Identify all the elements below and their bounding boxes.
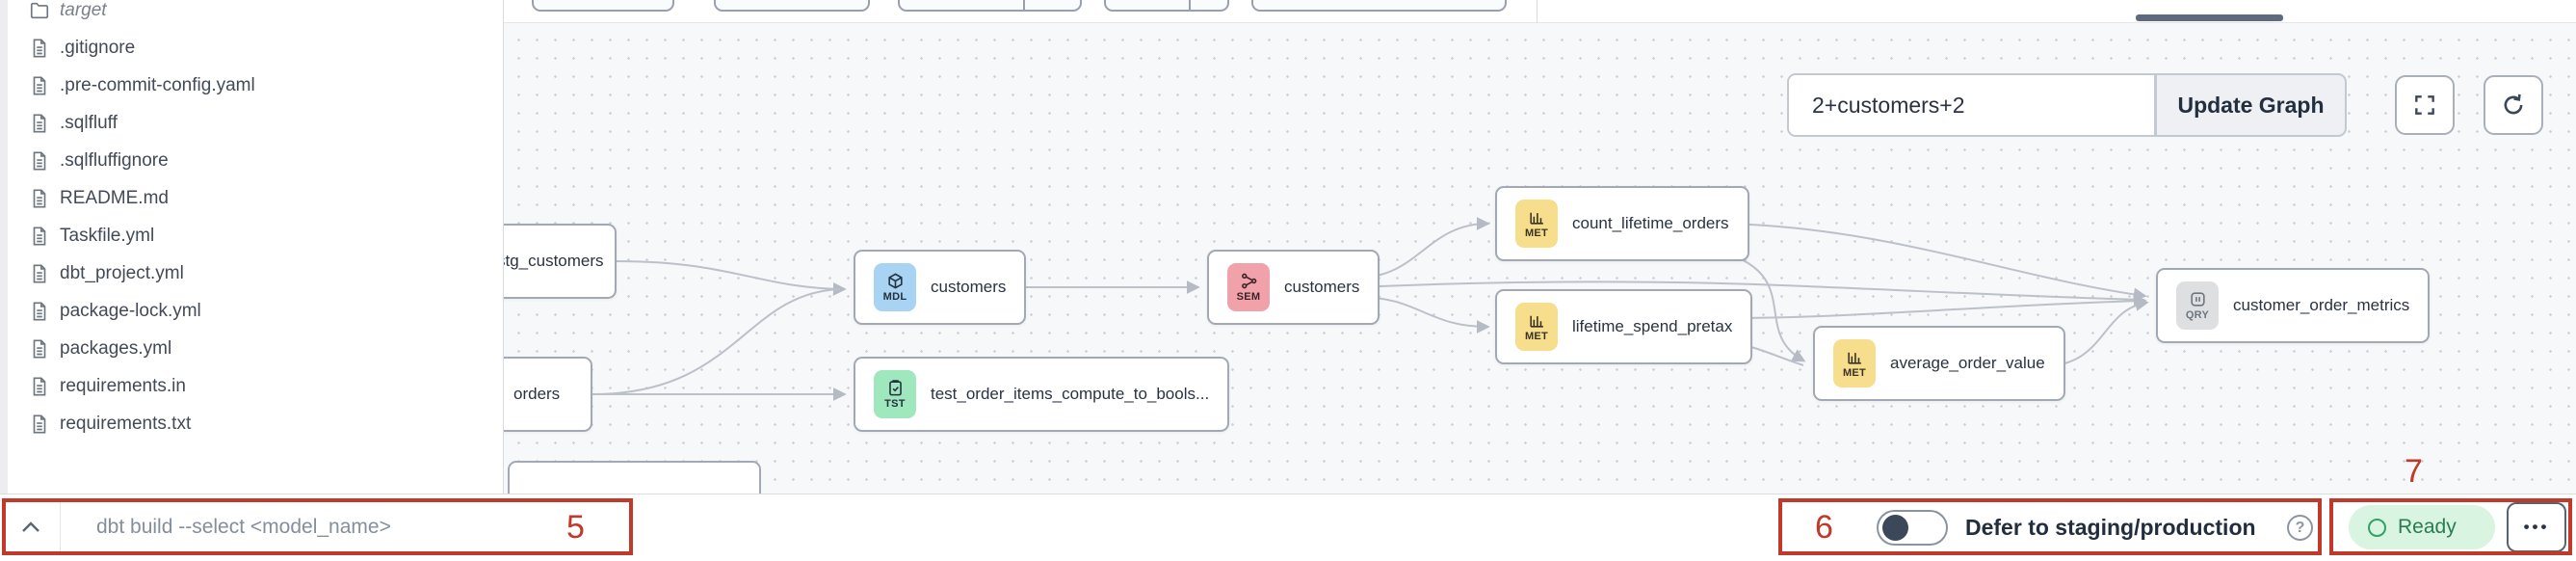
terminal-square-icon — [2190, 292, 2205, 307]
explorer-scroll-gutter[interactable] — [0, 0, 8, 494]
refresh-button[interactable] — [2484, 75, 2543, 135]
test-badge: TST — [874, 370, 916, 418]
status-circle-icon — [2368, 518, 2386, 537]
file-icon — [33, 414, 46, 434]
node-label: lifetime_spend_pretax — [1572, 317, 1733, 335]
defer-toggle[interactable] — [1877, 510, 1948, 546]
toggle-knob — [1882, 515, 1908, 541]
node-label: average_order_value — [1890, 354, 2045, 372]
cutoff-toolbar-button[interactable] — [532, 0, 674, 12]
file-icon — [33, 75, 46, 95]
horizontal-scrollbar-thumb[interactable] — [2136, 14, 2283, 21]
status-badge[interactable]: Ready — [2349, 505, 2495, 549]
file-icon — [33, 338, 46, 359]
branch-nodes-icon — [1241, 273, 1256, 289]
fullscreen-button[interactable] — [2395, 75, 2455, 135]
explorer-item-file[interactable]: dbt_project.yml — [0, 254, 503, 292]
refresh-icon — [2504, 94, 2523, 115]
node-customers-semantic[interactable]: SEM customers — [1207, 250, 1380, 325]
command-bar — [0, 494, 2576, 561]
command-bar-divider — [60, 499, 61, 555]
metric-badge: MET — [1833, 339, 1876, 387]
file-explorer[interactable]: target .gitignore .pre-commit-config.yam… — [0, 0, 504, 494]
command-input[interactable]: dbt build --select <model_name> — [96, 516, 391, 538]
file-icon — [33, 263, 46, 283]
file-icon — [33, 301, 46, 321]
explorer-item-file[interactable]: .sqlfluffignore — [0, 142, 503, 179]
explorer-item-file[interactable]: .sqlfluff — [0, 104, 503, 142]
node-test-order-items[interactable]: TST test_order_items_compute_to_bools... — [854, 357, 1230, 432]
bar-chart-icon — [1847, 352, 1861, 364]
explorer-item-file[interactable]: requirements.txt — [0, 405, 503, 442]
node-label: stg_customers — [497, 252, 604, 270]
cutoff-toolbar-button-group[interactable] — [898, 0, 1082, 12]
explorer-item-file[interactable]: .gitignore — [0, 29, 503, 67]
cutoff-toolbar-button[interactable] — [714, 0, 870, 12]
file-icon — [33, 226, 46, 246]
node-label: test_order_items_compute_to_bools... — [931, 385, 1210, 403]
defer-label: Defer to staging/production — [1965, 514, 2256, 540]
explorer-item-file[interactable]: README.md — [0, 179, 503, 217]
metric-badge: MET — [1515, 303, 1558, 351]
clipboard-check-icon — [888, 380, 902, 396]
explorer-item-file[interactable]: Taskfile.yml — [0, 217, 503, 254]
node-label: orders — [513, 385, 561, 403]
update-graph-button[interactable]: Update Graph — [2155, 73, 2347, 137]
node-count-lifetime-orders[interactable]: MET count_lifetime_orders — [1495, 186, 1749, 261]
node-label: customers — [1284, 278, 1360, 296]
help-icon[interactable]: ? — [2287, 515, 2313, 541]
fullscreen-icon — [2415, 95, 2434, 115]
node-customer-order-metrics[interactable]: QRY customer_order_metrics — [2156, 268, 2431, 343]
bar-chart-icon — [1529, 212, 1543, 225]
cutoff-toolbar-button-group[interactable] — [1104, 0, 1229, 12]
explorer-item-file[interactable]: package-lock.yml — [0, 292, 503, 330]
lineage-selector-input[interactable]: 2+customers+2 — [1787, 73, 2156, 137]
node-lifetime-spend-pretax[interactable]: MET lifetime_spend_pretax — [1495, 289, 1753, 364]
folder-icon — [30, 2, 49, 18]
semantic-model-badge: SEM — [1227, 263, 1270, 311]
file-icon — [33, 188, 46, 208]
file-icon — [33, 376, 46, 396]
metric-badge: MET — [1515, 200, 1558, 248]
node-label: customer_order_metrics — [2233, 296, 2410, 314]
file-icon — [33, 38, 46, 58]
file-icon — [33, 150, 46, 171]
status-text: Ready — [2398, 516, 2457, 538]
chevron-up-icon — [22, 521, 39, 532]
file-icon — [33, 113, 46, 133]
more-options-button[interactable]: ••• — [2507, 502, 2566, 552]
lineage-toolbar-strip — [504, 0, 2576, 23]
toolbar-group-divider — [1189, 0, 1191, 12]
node-average-order-value[interactable]: MET average_order_value — [1813, 326, 2065, 401]
explorer-item-file[interactable]: packages.yml — [0, 330, 503, 367]
explorer-item-file[interactable]: requirements.in — [0, 367, 503, 405]
explorer-item-target[interactable]: target — [0, 0, 503, 29]
cube-icon — [887, 273, 903, 289]
query-badge: QRY — [2176, 281, 2219, 330]
node-label: count_lifetime_orders — [1572, 214, 1729, 232]
model-badge: MDL — [874, 263, 916, 311]
collapse-panel-button[interactable] — [13, 510, 48, 545]
bar-chart-icon — [1529, 315, 1543, 328]
node-customers-model[interactable]: MDL customers — [854, 250, 1027, 325]
cutoff-toolbar-button[interactable] — [1251, 0, 1507, 12]
node-label: customers — [931, 278, 1007, 296]
toolbar-divider — [1537, 0, 1538, 23]
explorer-item-file[interactable]: .pre-commit-config.yaml — [0, 67, 503, 104]
toolbar-group-divider — [1023, 0, 1025, 12]
